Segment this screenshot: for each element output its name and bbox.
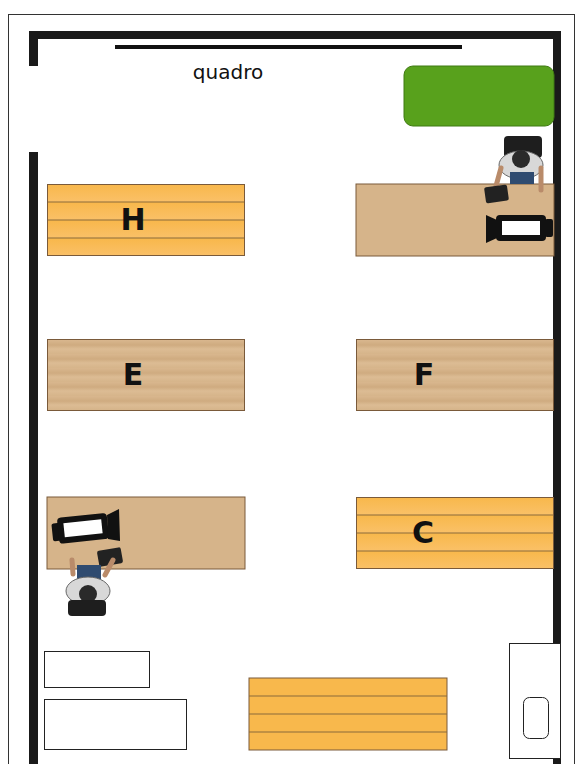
table-letter: C (412, 518, 434, 548)
left-wall-lower (29, 152, 38, 764)
green-desk (404, 66, 554, 126)
plank-table (249, 678, 447, 750)
cabinet (45, 700, 187, 750)
wood-table (47, 497, 245, 569)
table: C (356, 497, 554, 569)
camera-icon (486, 215, 553, 243)
left-wall-upper (29, 31, 38, 66)
seated-person (66, 547, 123, 616)
page-frame (9, 15, 575, 764)
board-line (115, 45, 462, 49)
cabinet (45, 652, 150, 688)
table-letter: E (123, 360, 144, 390)
seated-person (484, 136, 543, 203)
table-letter: F (414, 360, 435, 390)
sink-basin (524, 698, 549, 739)
table: H (47, 184, 245, 256)
table-letter: H (120, 205, 145, 235)
table: E (47, 339, 245, 411)
wood-table (356, 184, 554, 256)
top-wall (29, 31, 561, 39)
sink-unit (510, 644, 561, 759)
board-label: quadro (193, 62, 263, 82)
camera-icon (51, 509, 120, 544)
table: F (356, 339, 554, 411)
